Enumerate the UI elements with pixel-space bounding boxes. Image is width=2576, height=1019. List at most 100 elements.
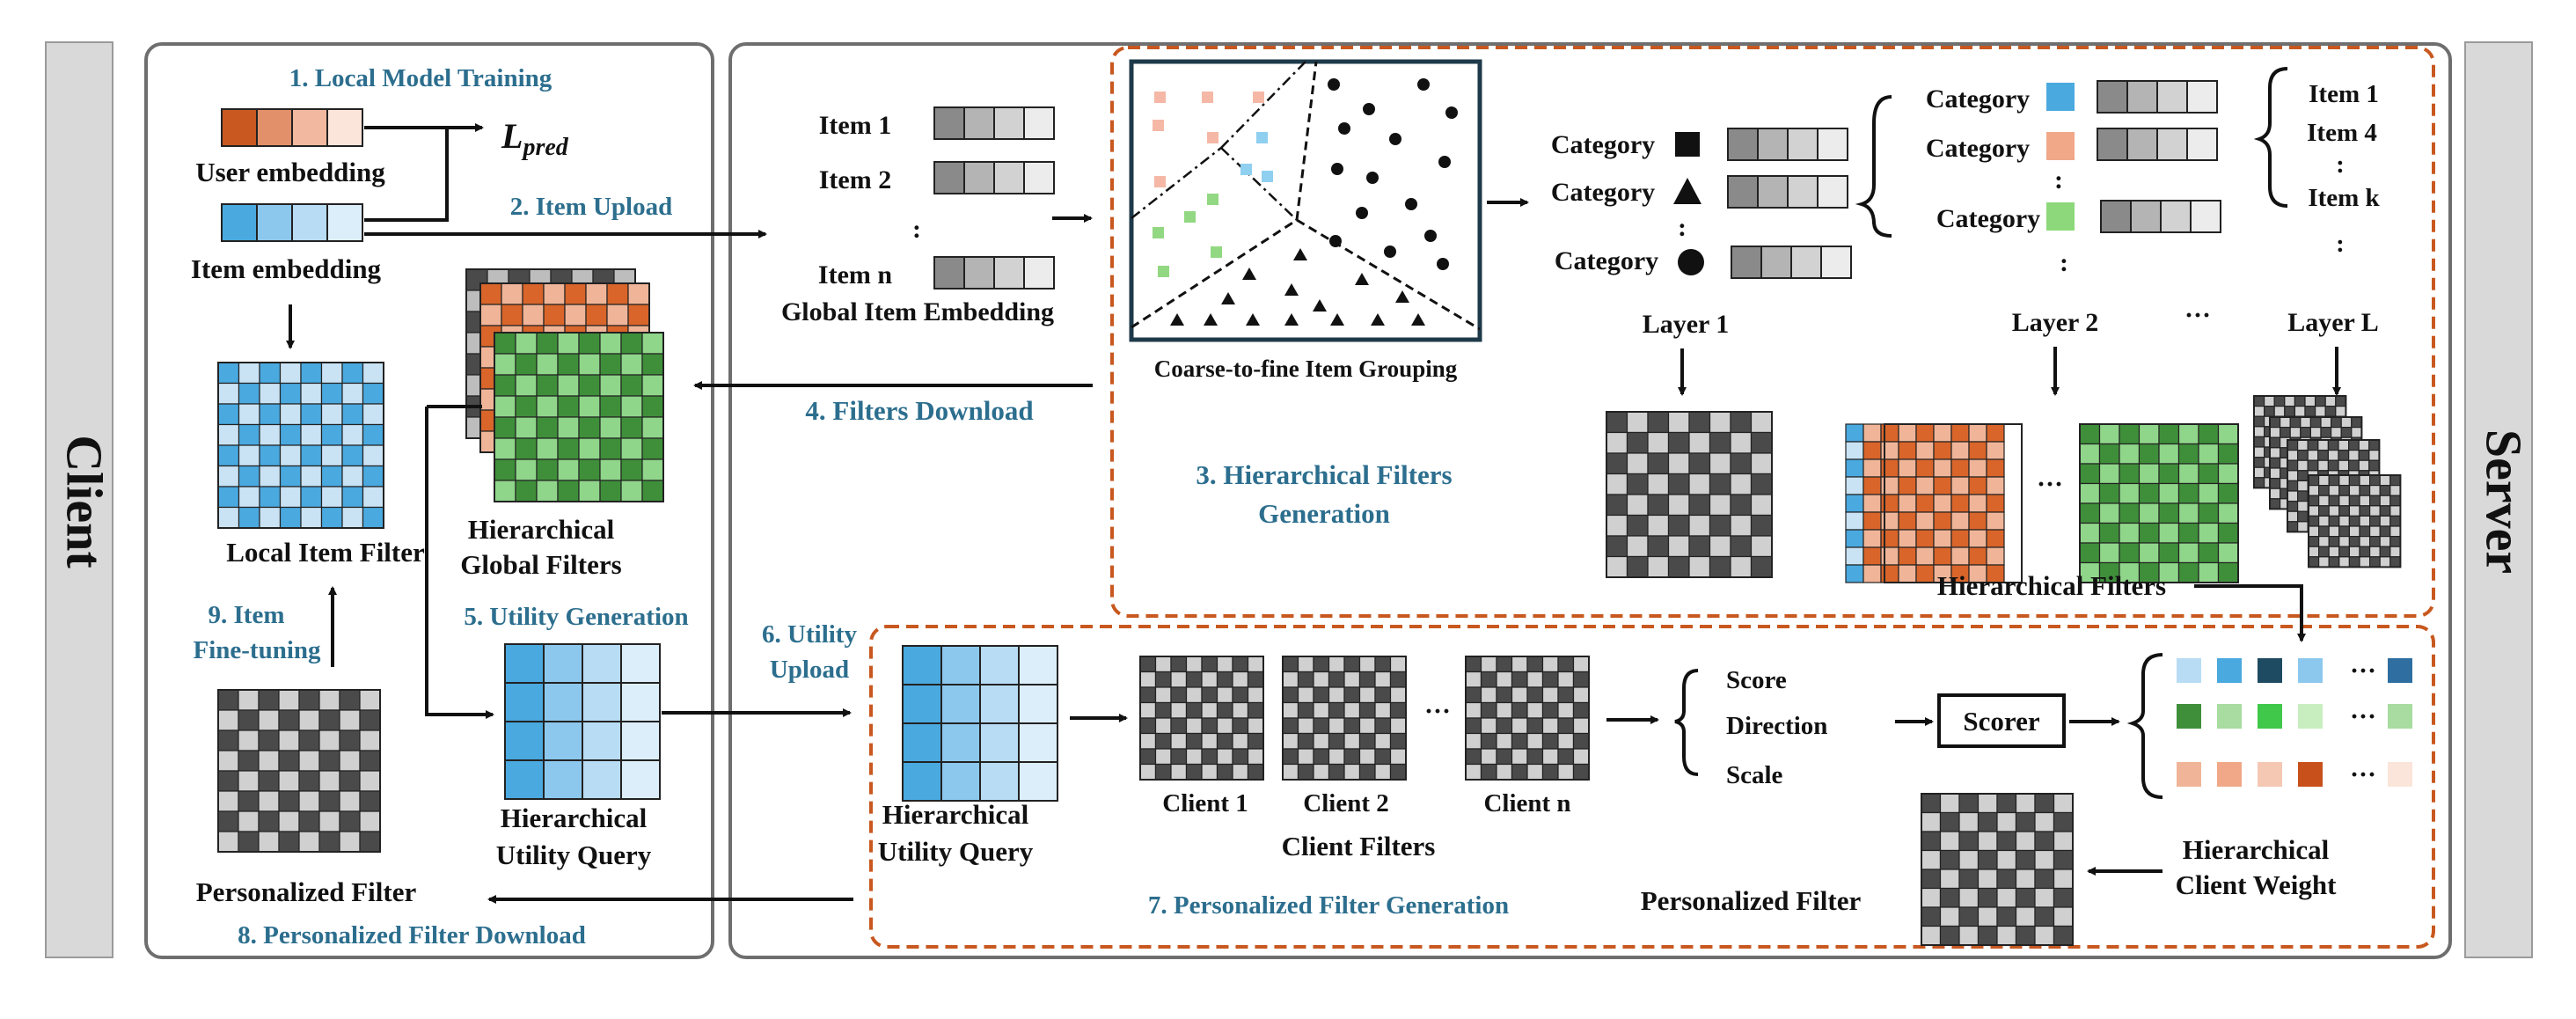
layer-l-label: Layer L <box>2287 308 2379 337</box>
item-1-label: Item 1 <box>819 111 891 140</box>
grouping-label: Coarse-to-fine Item Grouping <box>1154 356 1458 382</box>
metric-scale: Scale <box>1726 761 1783 789</box>
client-query-label-1: Hierarchical <box>501 803 648 833</box>
scorer-label: Scorer <box>1963 706 2039 737</box>
layer2-filter-grids <box>1845 423 2239 583</box>
arrow-item-to-loss <box>364 128 449 222</box>
cat-orange-label: Category <box>1926 134 2030 163</box>
server-side-label: Server <box>2476 429 2533 574</box>
arrow-filters-to-weights <box>2194 584 2306 642</box>
local-item-filter-label: Local Item Filter <box>226 537 425 568</box>
client-panel <box>144 42 714 959</box>
cat-circle-label: Category <box>1555 246 1658 275</box>
square-icon <box>1675 132 1700 157</box>
server-personalized-label: Personalized Filter <box>1641 885 1862 916</box>
global-item-embedding-vectors <box>933 106 1055 290</box>
hier-global-label-1: Hierarchical <box>468 514 615 545</box>
grouping-points <box>1153 78 1458 326</box>
item-embedding <box>221 203 363 242</box>
right-item-dots: : <box>2336 150 2345 179</box>
client-query-label-2: Utility Query <box>496 839 652 870</box>
cat-green-label: Category <box>1936 204 2040 233</box>
cat-blue-swatch <box>2046 83 2075 111</box>
layerL-filter-grids <box>2253 395 2402 568</box>
client-personalized-filter-grid <box>217 689 381 853</box>
client-utility-query-grid <box>504 643 661 800</box>
brace-layer2 <box>1855 95 1892 238</box>
item-embedding-label: Item embedding <box>191 253 382 284</box>
client-2-label: Client 2 <box>1303 789 1388 817</box>
metric-score: Score <box>1726 666 1787 694</box>
hierarchical-client-weights: ··· ··· ··· <box>2177 656 2412 789</box>
cat-green-swatch <box>2046 202 2075 231</box>
right-item-4: Item 4 <box>2307 119 2377 147</box>
scorer-box <box>1937 693 2066 748</box>
cat-triangle-label: Category <box>1551 178 1655 207</box>
step-6-label-a: 6. Utility <box>762 620 857 649</box>
user-embedding-label: User embedding <box>195 157 385 187</box>
hier-global-label-2: Global Filters <box>460 549 621 580</box>
layer-1-label: Layer 1 <box>1643 310 1730 339</box>
layer1-category-vectors <box>1727 128 1852 279</box>
step-1-label: 1. Local Model Training <box>289 64 553 92</box>
loss-pred: Lpred <box>501 116 569 161</box>
cat-dots-3: : <box>2060 248 2068 277</box>
item-n-label: Item n <box>818 260 892 290</box>
hier-filter-gen-region <box>1110 46 2435 618</box>
item-2-label: Item 2 <box>819 165 891 194</box>
brace-weights <box>2126 653 2163 799</box>
layer1-filter-grid <box>1606 411 1773 578</box>
cat-dots-2: : <box>2054 165 2063 194</box>
client-n-label: Client n <box>1483 789 1570 817</box>
brace-metrics <box>1674 669 1699 776</box>
server-sidebar <box>2464 41 2533 958</box>
server-panel <box>728 42 2452 959</box>
hier-weight-label-2: Client Weight <box>2176 869 2338 900</box>
layer-ellipsis: ··· <box>2184 301 2211 330</box>
personalized-gen-region <box>869 625 2435 949</box>
server-query-label-1: Hierarchical <box>882 799 1029 830</box>
step-7-label: 7. Personalized Filter Generation <box>1148 891 1509 920</box>
server-query-label-2: Utility Query <box>878 836 1034 867</box>
step-3-label-b: Generation <box>1258 498 1390 529</box>
step-9-label-a: 9. Item <box>209 601 285 629</box>
svg-text:···: ··· <box>2350 702 2376 731</box>
step-5-label: 5. Utility Generation <box>464 603 688 631</box>
client-ellipsis: ··· <box>1424 697 1451 726</box>
step-2-label: 2. Item Upload <box>510 193 672 221</box>
right-item-dots-2: : <box>2336 230 2345 258</box>
cat-blue-label: Category <box>1926 84 2030 114</box>
layer-2-label: Layer 2 <box>2012 308 2099 337</box>
item-dots: : <box>912 215 921 244</box>
step-4-label: 4. Filters Download <box>805 395 1033 426</box>
triangle-icon <box>1673 178 1701 204</box>
svg-text:···: ··· <box>2350 760 2376 789</box>
right-item-k: Item k <box>2308 184 2380 212</box>
arrow-global-to-query <box>425 407 494 719</box>
client-side-label: Client <box>56 435 113 568</box>
client-sidebar <box>45 41 113 958</box>
step-3-label-a: 3. Hierarchical Filters <box>1196 459 1452 490</box>
client-1-label: Client 1 <box>1162 789 1248 817</box>
local-item-filter-grid <box>217 362 384 529</box>
hierarchical-global-filters <box>465 268 664 502</box>
layer2-category-vectors <box>2097 80 2221 233</box>
user-embedding <box>221 108 363 147</box>
client-personalized-label: Personalized Filter <box>196 876 417 907</box>
right-item-1: Item 1 <box>2309 80 2379 108</box>
step-8-label: 8. Personalized Filter Download <box>238 921 586 949</box>
server-utility-query-grid <box>902 645 1058 802</box>
circle-icon <box>1678 249 1704 275</box>
brace-items <box>2253 67 2288 208</box>
step-6-label-b: Upload <box>770 656 849 684</box>
cat-square-label: Category <box>1551 130 1655 159</box>
step-9-label-b: Fine-tuning <box>193 636 321 664</box>
cat-dots: : <box>1678 213 1687 242</box>
server-personalized-filter-grid <box>1921 793 2074 946</box>
client-filter-grids <box>1139 656 1590 781</box>
client-filters-label: Client Filters <box>1282 831 1436 861</box>
hierarchical-filters-label: Hierarchical Filters <box>1937 570 2166 601</box>
metric-direction: Direction <box>1726 712 1827 740</box>
svg-text:···: ··· <box>2350 656 2376 685</box>
